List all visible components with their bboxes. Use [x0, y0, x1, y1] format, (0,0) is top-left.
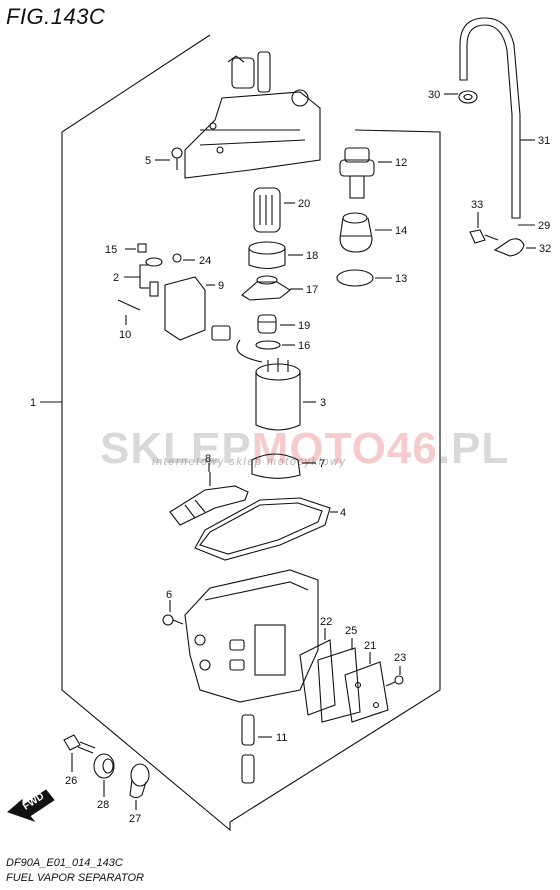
bolt-15 [137, 243, 147, 253]
fuel-pump [211, 325, 301, 431]
callout-19: 19 [298, 320, 310, 332]
fuel-filter [253, 187, 281, 233]
callout-14: 14 [395, 225, 407, 237]
bolt-26 [63, 734, 96, 754]
screw-24 [172, 253, 182, 263]
callout-21: 21 [364, 640, 376, 652]
callout-5: 5 [145, 155, 151, 167]
hose-clamp-32 [493, 238, 525, 257]
grommet-19 [257, 314, 277, 334]
collar-27 [129, 763, 150, 799]
pressure-regulator [339, 147, 375, 199]
vent-hose [459, 17, 521, 219]
callout-20: 20 [298, 198, 310, 210]
callout-18: 18 [306, 250, 318, 262]
gasket [194, 497, 331, 561]
filter-holder [241, 275, 291, 301]
callout-12: 12 [395, 157, 407, 169]
callout-3: 3 [320, 397, 326, 409]
bolt-5 [171, 147, 183, 170]
fuel-strainer [169, 472, 249, 526]
callout-10: 10 [119, 329, 131, 341]
callout-9: 9 [218, 280, 224, 292]
clip-16 [255, 340, 281, 350]
callout-11: 11 [276, 732, 287, 744]
callout-8: 8 [205, 453, 211, 465]
callout-4: 4 [340, 507, 346, 519]
callout-13: 13 [395, 273, 407, 285]
callout-16: 16 [298, 340, 310, 352]
pipe-11 [241, 714, 255, 784]
callout-23: 23 [394, 652, 406, 664]
hose-clamp-30 [458, 90, 478, 104]
callout-24: 24 [199, 255, 211, 267]
grommet-2 [145, 257, 163, 297]
pin-10 [117, 299, 141, 311]
callout-31: 31 [538, 135, 550, 147]
regulator-cup [339, 212, 373, 253]
callout-17: 17 [306, 284, 318, 296]
callout-7: 7 [319, 458, 325, 470]
gasket-22 [299, 639, 336, 716]
callout-6: 6 [166, 589, 172, 601]
callout-32: 32 [539, 243, 551, 255]
callout-1: 1 [30, 397, 36, 409]
filter-cap [248, 241, 286, 270]
plate-25 [317, 647, 361, 723]
vent-cover-9 [164, 276, 206, 341]
bushing-28 [93, 753, 115, 779]
cover-21 [344, 661, 389, 723]
callout-29: 29 [538, 220, 550, 232]
watermark-brand-a: SKLEP [100, 424, 252, 473]
bolt-33 [469, 229, 499, 244]
pump-holder [251, 453, 301, 479]
separator-body [184, 569, 319, 703]
callout-26: 26 [65, 775, 77, 787]
callout-15: 15 [105, 244, 117, 256]
separator-cover [184, 51, 321, 179]
fwd-arrow-icon: FWD [7, 789, 55, 823]
watermark: SKLEPMOTO46.PL [100, 424, 509, 474]
callout-30: 30 [428, 89, 440, 101]
callout-28: 28 [97, 799, 109, 811]
figure-title: FIG.143C [6, 4, 106, 29]
callout-2: 2 [113, 272, 119, 284]
footer-code: DF90A_E01_014_143C [6, 857, 123, 869]
callout-27: 27 [129, 813, 141, 825]
callout-25: 25 [345, 625, 357, 637]
callout-33: 33 [471, 199, 483, 211]
watermark-brand-b: MOTO46 [251, 424, 438, 473]
assembly-outline [61, 34, 441, 832]
screw-23 [385, 675, 404, 687]
watermark-brand-c: .PL [437, 424, 510, 473]
callout-22: 22 [320, 616, 332, 628]
o-ring-13 [336, 269, 374, 287]
footer-name: FUEL VAPOR SEPARATOR [6, 872, 144, 884]
bolt-6 [162, 614, 184, 626]
